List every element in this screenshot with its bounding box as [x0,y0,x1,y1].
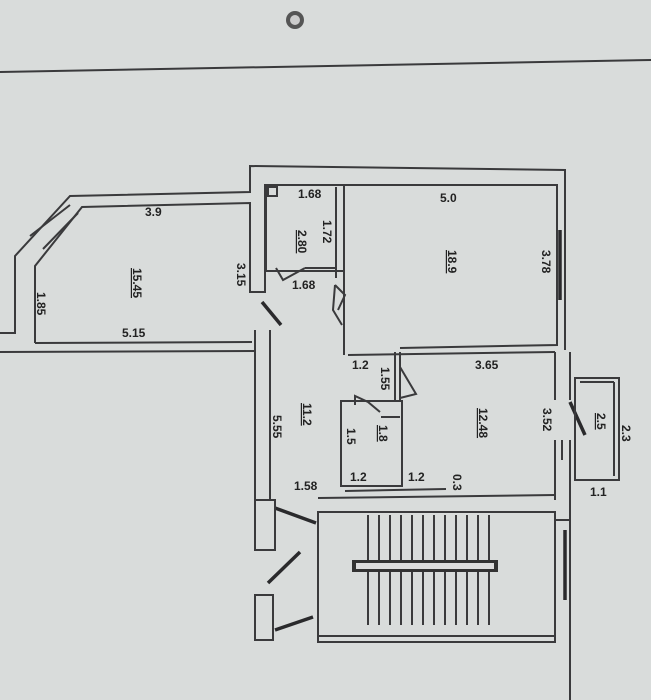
dim-hall-door: 1.55 [378,367,392,391]
dim-hall-top: 1.2 [352,358,369,372]
dim-living-left: 1.85 [34,292,48,316]
dim-kitchen-right: 3.52 [540,408,554,432]
dim-bath-top: 1.68 [298,187,322,201]
area-balcony: 2.5 [594,413,608,430]
dim-bath-side: 1.72 [320,220,334,244]
area-toilet: 1.8 [376,425,390,442]
dim-living-right: 3.15 [234,263,248,287]
staircase [367,515,490,625]
dim-bedroom-right: 3.78 [539,250,553,274]
dim-kitchen-niche: 0.3 [450,474,464,491]
dim-bedroom-top: 5.0 [440,191,457,205]
walls [0,164,620,700]
dim-living-top: 3.9 [145,205,162,219]
dim-bath-bottom: 1.68 [292,278,316,292]
dim-hall-bottom: 1.58 [294,479,318,493]
dim-hall-length: 5.55 [270,415,284,439]
area-hallway: 11.2 [300,403,314,426]
area-bedroom: 18.9 [445,250,459,274]
dim-kitchen-bottom: 1.2 [408,470,425,484]
dim-balcony-side: 2.3 [619,425,633,442]
dim-living-bottom: 5.15 [122,326,146,340]
logo-icon [286,11,304,29]
dim-kitchen-top: 3.65 [475,358,499,372]
page-rule [0,59,651,73]
area-bathroom: 2.80 [295,230,309,254]
dim-balcony-bottom: 1.1 [590,485,607,499]
area-kitchen: 12.48 [476,408,490,438]
area-living-room: 15.45 [130,268,144,298]
dim-toilet-side: 1.5 [344,428,358,445]
dim-toilet-bottom: 1.2 [350,470,367,484]
